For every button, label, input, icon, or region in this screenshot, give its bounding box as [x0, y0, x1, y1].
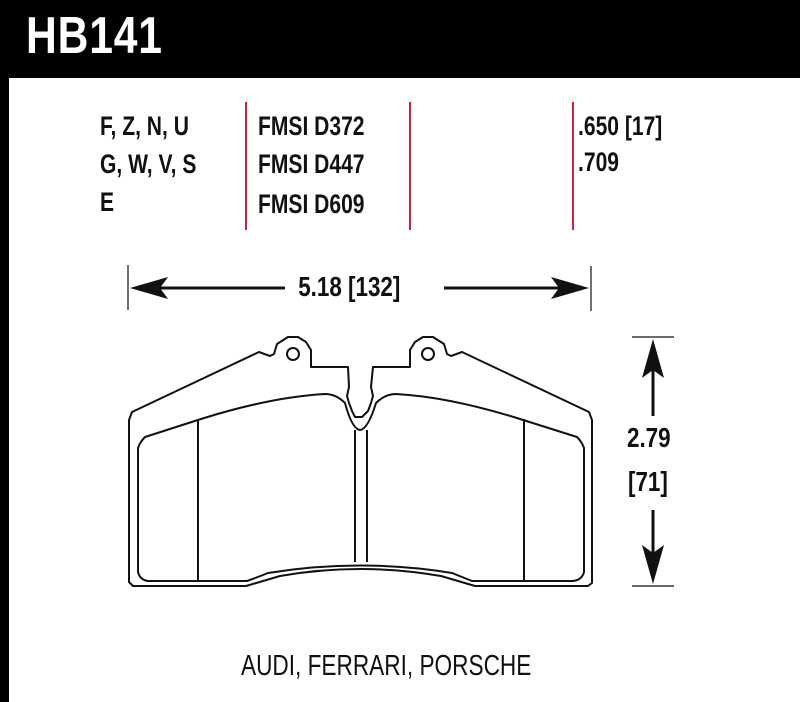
- compound-line-3: E: [100, 187, 115, 217]
- fmsi-line-1: FMSI D372: [258, 111, 365, 141]
- divider-3: [572, 102, 574, 230]
- divider-1: [245, 102, 247, 230]
- width-dimension-label: 5.18 [132]: [295, 271, 404, 303]
- fmsi-line-2: FMSI D447: [258, 149, 365, 179]
- height-dimension: [632, 336, 674, 587]
- height-dimension-metric: [71]: [628, 466, 668, 498]
- divider-2: [409, 102, 411, 230]
- compound-line-2: G, W, V, S: [100, 149, 197, 179]
- left-border: [0, 0, 9, 702]
- thickness-line-1: .650 [17]: [578, 111, 663, 141]
- compound-line-1: F, Z, N, U: [100, 111, 189, 141]
- backing-plate: [128, 336, 593, 587]
- thickness-line-2: .709: [578, 147, 619, 177]
- fmsi-line-3: FMSI D609: [258, 189, 365, 219]
- height-dimension-value: 2.79: [627, 422, 671, 454]
- vehicle-applications: AUDI, FERRARI, PORSCHE: [241, 650, 532, 682]
- header-bar: [0, 0, 800, 78]
- part-number-title: HB141: [26, 7, 163, 65]
- width-dimension: [127, 265, 592, 311]
